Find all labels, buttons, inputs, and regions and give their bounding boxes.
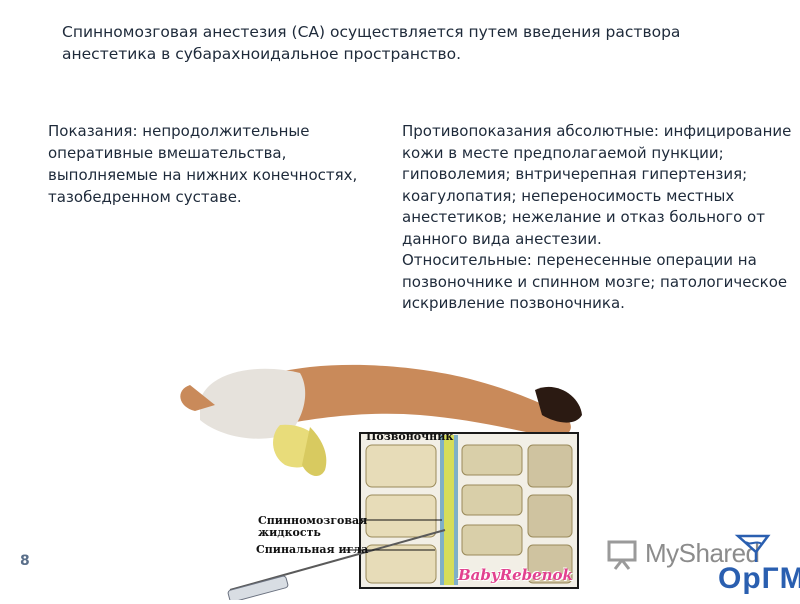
logo-emblem-icon [734,534,771,562]
contraindications-block: Противопоказания абсолютные: инфицирован… [402,121,794,315]
illustration-drawing [180,364,582,603]
myshared-text: MyShared [645,538,760,568]
contraindications-relative: Относительные: перенесенные операции на … [402,251,788,312]
indications-text: Показания: непродолжительные оперативные… [48,122,358,206]
brand-watermark: BabyRebenok [458,566,573,584]
label-spine: Позвоночник [366,430,454,443]
presentation-icon [607,540,637,570]
orgmu-logo: ОрГМУ [716,528,800,598]
logo-text: ОрГМУ [718,562,800,595]
slide-title: Спинномозговая анестезия (СА) осуществля… [62,23,681,63]
label-needle: Спинальная игла [256,543,369,556]
spinal-anesthesia-illustration: Позвоночник Спинномозговая жидкость Спин… [170,345,590,603]
label-csf: Спинномозговая жидкость [258,514,368,539]
slide-number: 8 [20,553,30,569]
contraindications-absolute: Противопоказания абсолютные: инфицирован… [402,122,792,248]
